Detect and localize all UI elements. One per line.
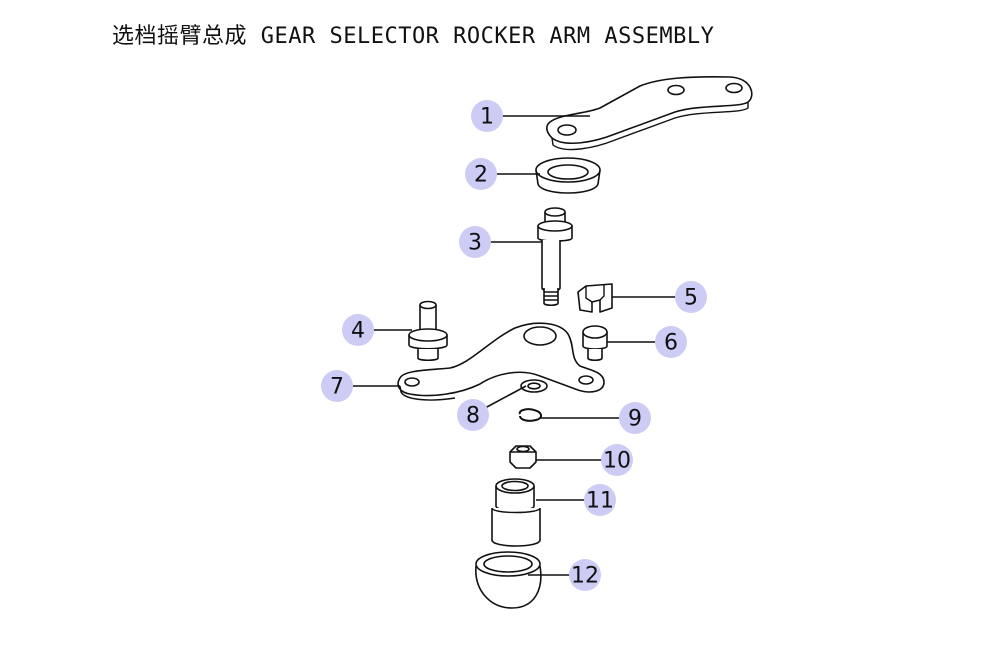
part-6-bushing	[582, 325, 608, 362]
callout-12: 12	[569, 559, 601, 591]
svg-text:4: 4	[351, 319, 365, 344]
svg-text:12: 12	[571, 564, 599, 589]
part-3-pivot-shaft	[537, 207, 573, 307]
part-7-lower-rocker-arm	[397, 322, 605, 401]
callout-7: 7	[321, 370, 353, 402]
callout-6: 6	[655, 326, 687, 358]
part-12-dust-cap	[475, 551, 542, 609]
leader-8	[484, 385, 527, 409]
part-10-hex-nut	[509, 445, 537, 469]
svg-text:3: 3	[468, 231, 482, 256]
callout-9: 9	[619, 402, 651, 434]
callout-2: 2	[465, 158, 497, 190]
callout-1: 1	[471, 100, 503, 132]
svg-text:6: 6	[664, 331, 678, 356]
callout-4: 4	[342, 314, 374, 346]
svg-text:1: 1	[480, 105, 494, 130]
part-4-stud-pin	[408, 300, 448, 362]
part-1-upper-rocker-arm	[546, 75, 753, 151]
svg-text:10: 10	[603, 449, 631, 474]
part-2-ring	[535, 157, 601, 194]
part-9-circlip	[518, 408, 542, 422]
svg-text:5: 5	[684, 286, 698, 311]
part-5-u-clip	[577, 283, 613, 313]
part-11-sleeve	[491, 478, 541, 547]
svg-text:9: 9	[628, 407, 642, 432]
callout-5: 5	[675, 281, 707, 313]
callout-3: 3	[459, 226, 491, 258]
svg-text:8: 8	[466, 404, 480, 429]
svg-text:2: 2	[474, 163, 488, 188]
diagram-title: 选档摇臂总成 GEAR SELECTOR ROCKER ARM ASSEMBLY	[112, 24, 715, 49]
svg-text:7: 7	[330, 375, 344, 400]
svg-text:11: 11	[586, 489, 614, 514]
callout-8: 8	[457, 399, 489, 431]
callout-10: 10	[601, 444, 633, 476]
callout-11: 11	[584, 484, 616, 516]
part-8-washer	[520, 379, 548, 393]
